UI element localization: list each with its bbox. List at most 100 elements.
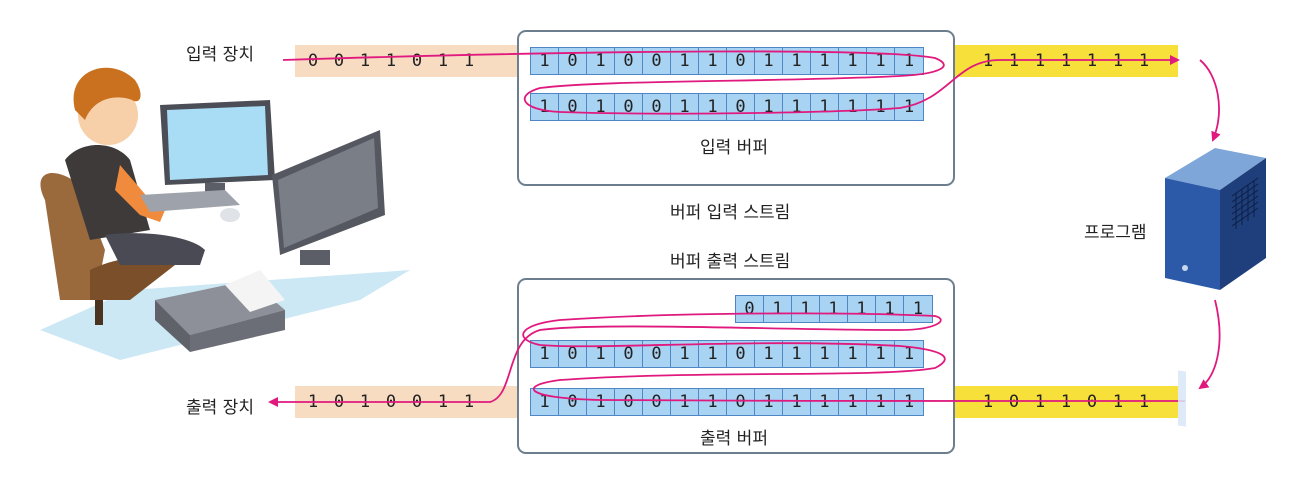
buffer-cell: 1 <box>912 299 924 319</box>
buffer-cell: 1 <box>671 341 699 367</box>
buffer-cell: 1 <box>671 94 699 120</box>
buffer-cell: 1 <box>699 341 727 367</box>
buffer-cell: 0 <box>559 389 587 415</box>
buffer-cell: 0 <box>727 389 755 415</box>
buffer-cell: 1 <box>903 51 915 71</box>
program-output-band <box>953 386 1178 418</box>
buffer-cell: 0 <box>643 389 671 415</box>
buffer-cell: 1 <box>903 392 915 412</box>
bit: 1 <box>1138 51 1150 71</box>
buffer-cell: 1 <box>531 48 559 74</box>
buffer-cell: 1 <box>587 389 615 415</box>
buffer-cell: 0 <box>559 341 587 367</box>
output-device-label: 출력 장치 <box>186 398 254 418</box>
person-at-computer-icon <box>40 67 410 360</box>
buffer-cell: 1 <box>792 296 820 322</box>
buffer-cell: 1 <box>867 389 895 415</box>
bit: 0 <box>411 51 423 71</box>
buffer-cell: 1 <box>755 389 783 415</box>
buffer-cell: 0 <box>559 94 587 120</box>
bit: 1 <box>1138 392 1150 412</box>
buffer-cell: 1 <box>531 94 559 120</box>
buffered-output-stream-label: 버퍼 출력 스트림 <box>670 252 791 272</box>
buffer-cell: 0 <box>643 48 671 74</box>
output-buffer-label: 출력 버퍼 <box>700 429 768 449</box>
buffer-cell: 0 <box>727 341 755 367</box>
buffer-cell: 1 <box>820 296 848 322</box>
buffer-cell: 1 <box>811 48 839 74</box>
buffer-cell: 1 <box>755 94 783 120</box>
buffer-cell: 1 <box>783 341 811 367</box>
program-label: 프로그램 <box>1084 223 1147 243</box>
buffer-cell: 1 <box>671 48 699 74</box>
buffer-cell: 1 <box>783 48 811 74</box>
buffer-cell: 1 <box>783 389 811 415</box>
buffer-cell: 1 <box>839 389 867 415</box>
buffer-cell: 1 <box>811 389 839 415</box>
buffer-cell: 1 <box>848 296 876 322</box>
buffer-cell: 1 <box>531 389 559 415</box>
buffer-cell: 1 <box>839 94 867 120</box>
output-stream-line <box>268 312 1185 407</box>
input-stream-line <box>282 50 1180 115</box>
bit: 1 <box>1008 51 1020 71</box>
bit: 1 <box>1060 392 1072 412</box>
input-device-label: 입력 장치 <box>186 45 254 65</box>
bit: 1 <box>463 51 475 71</box>
buffer-cell: 1 <box>839 48 867 74</box>
buffer-cell: 1 <box>839 341 867 367</box>
buffer-cell: 1 <box>671 389 699 415</box>
buffer-cell: 0 <box>615 341 643 367</box>
bit: 1 <box>359 51 371 71</box>
buffer-cell: 1 <box>903 344 915 364</box>
buffer-cell: 1 <box>587 94 615 120</box>
buffer-cell: 1 <box>699 389 727 415</box>
from-program-arrow <box>1198 299 1221 390</box>
buffer-cell: 1 <box>587 341 615 367</box>
buffer-cell: 1 <box>867 341 895 367</box>
bit: 1 <box>385 51 397 71</box>
bit: 0 <box>1086 392 1098 412</box>
buffer-cell: 1 <box>531 341 559 367</box>
bit: 1 <box>1060 51 1072 71</box>
buffer-cell: 1 <box>783 94 811 120</box>
buffer-cell: 0 <box>727 94 755 120</box>
bit: 1 <box>1034 392 1046 412</box>
bit: 1 <box>1112 392 1124 412</box>
to-program-arrow <box>1199 59 1221 142</box>
buffer-cell: 0 <box>615 48 643 74</box>
buffer-cell: 0 <box>736 296 764 322</box>
bit: 1 <box>1086 51 1098 71</box>
bit: 0 <box>1008 392 1020 412</box>
buffer-cell: 1 <box>867 94 895 120</box>
buffer-cell: 0 <box>559 48 587 74</box>
buffer-cell: 0 <box>615 94 643 120</box>
buffer-cell: 1 <box>811 341 839 367</box>
buffer-cell: 1 <box>699 48 727 74</box>
buffer-cell: 1 <box>755 48 783 74</box>
buffer-cell: 0 <box>727 48 755 74</box>
bit: 0 <box>333 51 345 71</box>
buffer-cell: 1 <box>764 296 792 322</box>
buffer-cell: 1 <box>587 48 615 74</box>
computer-tower-icon <box>1165 148 1266 427</box>
bit: 1 <box>1034 51 1046 71</box>
buffer-cell: 0 <box>643 94 671 120</box>
buffer-cell: 1 <box>876 296 904 322</box>
bit: 1 <box>982 392 994 412</box>
input-device-band <box>295 45 520 77</box>
bit: 1 <box>437 51 449 71</box>
buffer-cell: 1 <box>867 48 895 74</box>
buffer-cell: 0 <box>615 389 643 415</box>
buffered-input-stream-label: 버퍼 입력 스트림 <box>670 203 791 223</box>
bit: 1 <box>1112 51 1124 71</box>
input-buffer-label: 입력 버퍼 <box>700 138 768 158</box>
